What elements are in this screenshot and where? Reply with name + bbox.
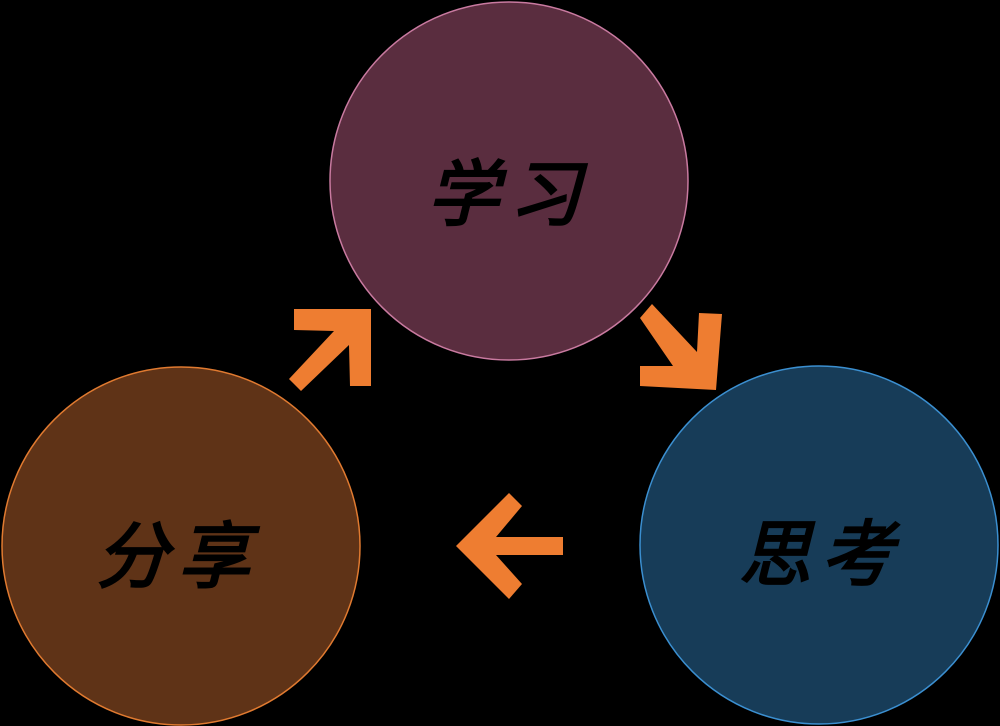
- arrow-down-right-icon: [640, 304, 722, 390]
- arrow-up-right-icon: [289, 309, 371, 391]
- node-think-circle: [639, 365, 999, 725]
- node-share-circle: [1, 366, 361, 726]
- arrow-left-icon: [456, 493, 563, 599]
- node-learn-label: 学习: [426, 151, 592, 237]
- node-share-label: 分享: [95, 513, 261, 599]
- node-learn-circle: [329, 1, 689, 361]
- node-think-label: 思考: [738, 511, 904, 597]
